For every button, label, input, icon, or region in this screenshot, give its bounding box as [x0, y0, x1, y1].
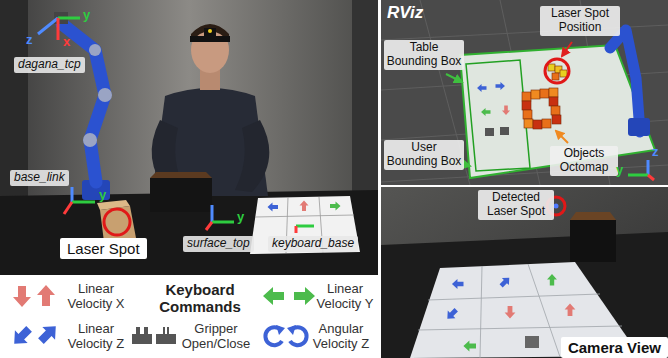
panel-title: Camera View — [561, 337, 668, 358]
node-text: base_link — [14, 171, 65, 185]
callout-label: Detected Laser Spot — [478, 190, 554, 220]
frame-label: surface_top — [183, 236, 254, 252]
node-text: surface_top — [187, 237, 250, 251]
legend-text: Gripper Open/Close — [176, 322, 256, 352]
axis-letter: y — [237, 210, 244, 225]
callout-box: Laser Spot — [60, 238, 147, 259]
callout-label: Objects Octomap — [550, 146, 618, 176]
axis-letter: x — [63, 35, 70, 50]
legend-heading: Keyboard Commands — [146, 281, 254, 316]
node-text: keyboard_base — [272, 237, 354, 251]
legend-text: Angular Velocity Z — [306, 322, 376, 352]
axis-letter: y — [83, 8, 90, 23]
frame-label: keyboard_base — [268, 236, 358, 252]
legend-text: Linear Velocity Y — [314, 282, 376, 312]
axis-letter: y — [616, 163, 623, 178]
logo: RViz — [387, 3, 423, 23]
axis-letter: y — [99, 188, 106, 203]
frame-label: base_link — [10, 170, 69, 186]
node-text: Laser Spot — [67, 240, 140, 257]
legend-text: Linear Velocity X — [62, 282, 130, 312]
callout-label: Laser Spot Position — [540, 6, 620, 36]
legend-text: Linear Velocity Z — [62, 322, 130, 352]
callout-label: Table Bounding Box — [384, 40, 464, 70]
axis-letter: z — [26, 33, 33, 48]
node-text: Camera View — [568, 339, 661, 356]
frame-label: dagana_tcp — [14, 57, 85, 73]
node-text: dagana_tcp — [18, 58, 81, 72]
axis-letter: z — [652, 145, 659, 160]
callout-label: User Bounding Box — [384, 140, 464, 170]
